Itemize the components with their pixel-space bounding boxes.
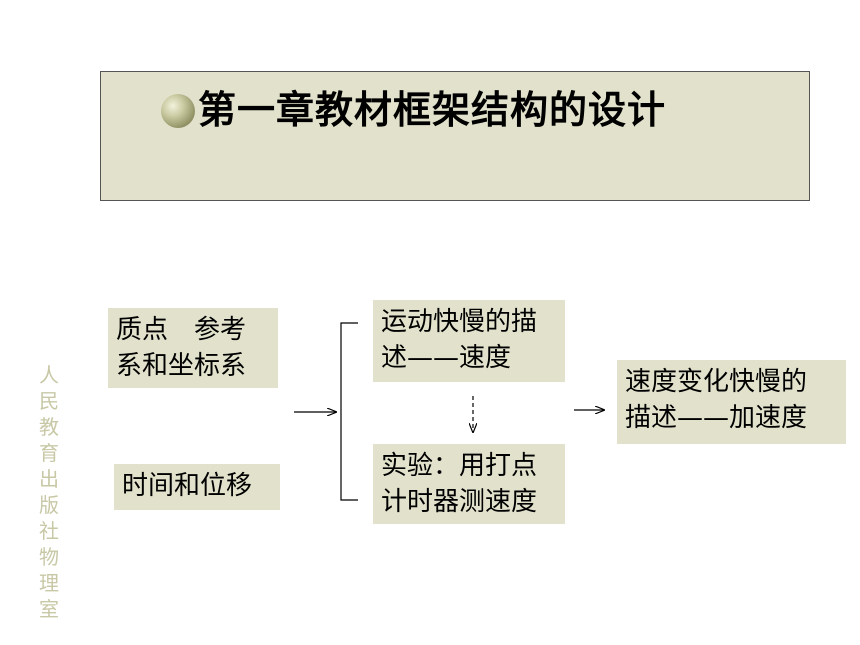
node-line: 实验：用打点 — [381, 451, 538, 481]
page-title: 第一章教材框架结构的设计 — [198, 88, 667, 132]
node-line: 运动快慢的描 — [381, 307, 538, 337]
node-line: 质点 参考 — [116, 315, 247, 345]
node-line: 描述——加速度 — [625, 403, 808, 433]
bullet-icon — [161, 94, 195, 128]
node-time-displacement: 时间和位移 — [114, 464, 280, 510]
node-line: 述——速度 — [381, 343, 512, 373]
node-acceleration-description: 速度变化快慢的 描述——加速度 — [617, 360, 846, 444]
title-box: 第一章教材框架结构的设计 — [100, 71, 810, 201]
node-mass-point-reference-frame: 质点 参考 系和坐标系 — [108, 308, 278, 388]
node-line: 时间和位移 — [122, 471, 253, 501]
node-line: 速度变化快慢的 — [625, 367, 808, 397]
node-line: 计时器测速度 — [381, 487, 538, 517]
node-line: 系和坐标系 — [116, 351, 247, 381]
watermark-text: 人民教育出版社物理室 — [39, 363, 59, 621]
bracket — [340, 322, 358, 501]
node-experiment-timer: 实验：用打点 计时器测速度 — [373, 444, 565, 524]
node-speed-description: 运动快慢的描 述——速度 — [373, 300, 565, 382]
